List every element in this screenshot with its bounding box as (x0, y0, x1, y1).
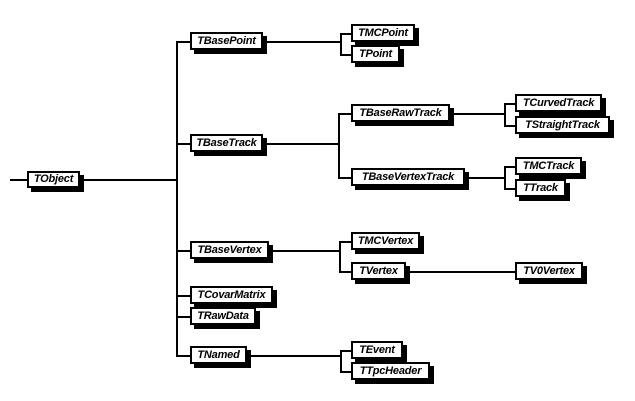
connector-tbasetrack-children-stub-0 (338, 113, 351, 115)
connector-tbasevertextrack-children-out (465, 177, 504, 179)
class-node-label: TTrack (523, 181, 558, 194)
class-node-label: TEvent (359, 343, 395, 356)
connector-tnamed-children-stub-1 (340, 371, 351, 373)
class-node-tstraighttrack[interactable]: TStraightTrack (515, 116, 610, 134)
class-node-tmcvertex[interactable]: TMCVertex (351, 232, 420, 250)
class-node-tmctrack[interactable]: TMCTrack (515, 157, 582, 175)
connector-root-stub (10, 179, 27, 181)
class-node-label: TBaseTrack (196, 136, 257, 149)
class-node-label: TMCTrack (522, 159, 575, 172)
connector-level1-bus (176, 41, 178, 355)
class-node-tbasetrack[interactable]: TBaseTrack (190, 134, 263, 152)
class-node-tv0vertex[interactable]: TV0Vertex (515, 262, 583, 280)
class-node-label: TBaseVertexTrack (361, 170, 455, 183)
class-node-label: TVertex (359, 264, 398, 277)
connector-tbasepoint-children-stub-1 (340, 54, 351, 56)
class-node-tbasevertextrack[interactable]: TBaseVertexTrack (351, 168, 465, 186)
connector-tbasevertex-children-bus (339, 241, 341, 271)
class-node-label: TObject (33, 173, 74, 185)
connector-tnamed-children-bus (340, 350, 342, 371)
class-node-tevent[interactable]: TEvent (351, 341, 403, 359)
connector-tbasevertextrack-children-stub-0 (504, 166, 515, 168)
connector-tbaserawtrack-children-bus (504, 103, 506, 125)
class-node-tbasevertex[interactable]: TBaseVertex (190, 241, 269, 259)
connector-tbasepoint-children-out (263, 41, 340, 43)
connector-level1-stub-4 (176, 316, 190, 318)
connector-tbasevertextrack-children-bus (504, 166, 506, 188)
class-node-label: TNamed (197, 348, 240, 361)
class-node-label: TCovarMatrix (197, 288, 266, 301)
connector-tbasevertextrack-children-stub-1 (504, 188, 515, 190)
class-node-ttpcheader[interactable]: TTpcHeader (351, 362, 430, 380)
connector-tbasevertex-children-stub-1 (339, 271, 351, 273)
class-node-label: TStraightTrack (525, 118, 600, 131)
class-node-tmcpoint[interactable]: TMCPoint (351, 24, 415, 42)
class-node-tbasepoint[interactable]: TBasePoint (190, 32, 263, 50)
class-node-tpoint[interactable]: TPoint (351, 45, 400, 63)
class-node-label: TBaseVertex (197, 243, 262, 256)
connector-level1-stub-1 (176, 143, 190, 145)
class-node-tobject[interactable]: TObject (27, 171, 80, 188)
class-node-trawdata[interactable]: TRawData (190, 307, 256, 325)
connector-level1-stub-0 (176, 41, 190, 43)
class-node-label: TBasePoint (197, 34, 256, 47)
class-node-label: TRawData (197, 309, 249, 322)
class-node-label: TMCPoint (358, 26, 408, 39)
connector-tbasepoint-children-stub-0 (340, 33, 351, 35)
class-node-tnamed[interactable]: TNamed (190, 346, 247, 364)
connector-tbasetrack-children-out (263, 143, 338, 145)
connector-tbaserawtrack-children-out (450, 113, 504, 115)
connector-level1-stub-5 (176, 355, 190, 357)
connector-tbasevertex-children-out (269, 250, 339, 252)
connector-tbaserawtrack-children-stub-1 (504, 125, 515, 127)
class-node-label: TPoint (358, 47, 392, 60)
connector-tobject-out (80, 179, 176, 181)
class-node-label: TV0Vertex (523, 264, 575, 277)
class-node-label: TTpcHeader (359, 364, 422, 377)
class-node-tcovarmatrix[interactable]: TCovarMatrix (190, 286, 273, 304)
class-node-label: TCurvedTrack (522, 96, 595, 109)
connector-level1-stub-2 (176, 250, 190, 252)
connector-tbaserawtrack-children-stub-0 (504, 103, 515, 105)
connector-tnamed-children-stub-0 (340, 350, 351, 352)
connector-tbasetrack-children-bus (338, 113, 340, 177)
class-node-label: TBaseRawTrack (359, 106, 442, 119)
connector-tnamed-children-out (247, 355, 340, 357)
connector-tvertex-children-out (406, 271, 515, 273)
class-node-ttrack[interactable]: TTrack (515, 179, 566, 197)
class-node-tcurvedtrack[interactable]: TCurvedTrack (515, 94, 602, 112)
connector-level1-stub-3 (176, 295, 190, 297)
connector-tbasevertex-children-stub-0 (339, 241, 351, 243)
class-node-tvertex[interactable]: TVertex (351, 262, 406, 280)
class-node-label: TMCVertex (357, 234, 414, 247)
class-node-tbaserawtrack[interactable]: TBaseRawTrack (351, 104, 450, 122)
connector-tbasepoint-children-bus (340, 33, 342, 54)
connector-tbasetrack-children-stub-1 (338, 177, 351, 179)
